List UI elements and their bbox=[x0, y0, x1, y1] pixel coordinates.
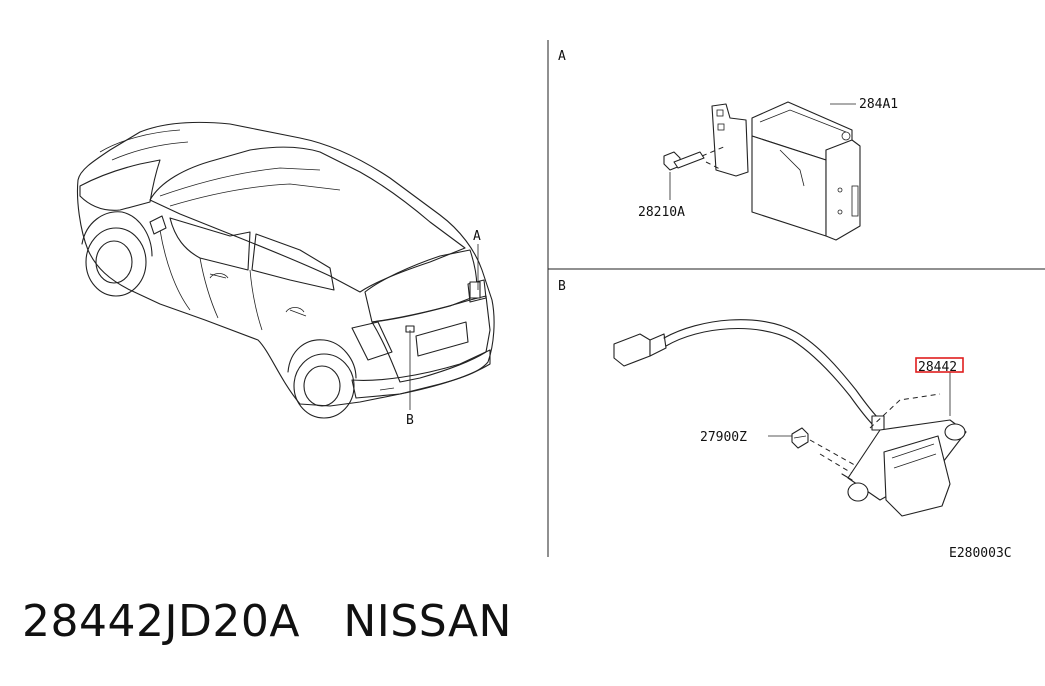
view-b-label: B bbox=[558, 279, 566, 294]
caption-brand: NISSAN bbox=[343, 596, 512, 647]
bolt-28210a: 28210A bbox=[638, 145, 727, 220]
car-callout-a: A bbox=[473, 229, 481, 290]
camera-harness bbox=[613, 319, 885, 431]
car-callout-a-label: A bbox=[473, 229, 481, 244]
highlight-box bbox=[915, 357, 964, 373]
part-label-27900z: 27900Z bbox=[700, 430, 747, 445]
car-callout-b: B bbox=[406, 330, 414, 428]
vehicle-illustration bbox=[76, 121, 495, 419]
rear-camera bbox=[809, 393, 967, 517]
diagram-code: E280003C bbox=[949, 546, 1012, 561]
clip-27900z: 27900Z bbox=[700, 427, 809, 449]
caption: 28442JD20A NISSAN bbox=[22, 596, 512, 647]
view-a-label: A bbox=[558, 49, 566, 64]
part-label-284a1: 284A1 bbox=[859, 97, 898, 112]
part-callout-28442: 28442 bbox=[915, 357, 964, 416]
caption-part-number: 28442JD20A bbox=[22, 596, 300, 647]
control-unit-bracket bbox=[711, 101, 861, 241]
part-label-28210a: 28210A bbox=[638, 205, 685, 220]
car-callout-b-label: B bbox=[406, 413, 414, 428]
